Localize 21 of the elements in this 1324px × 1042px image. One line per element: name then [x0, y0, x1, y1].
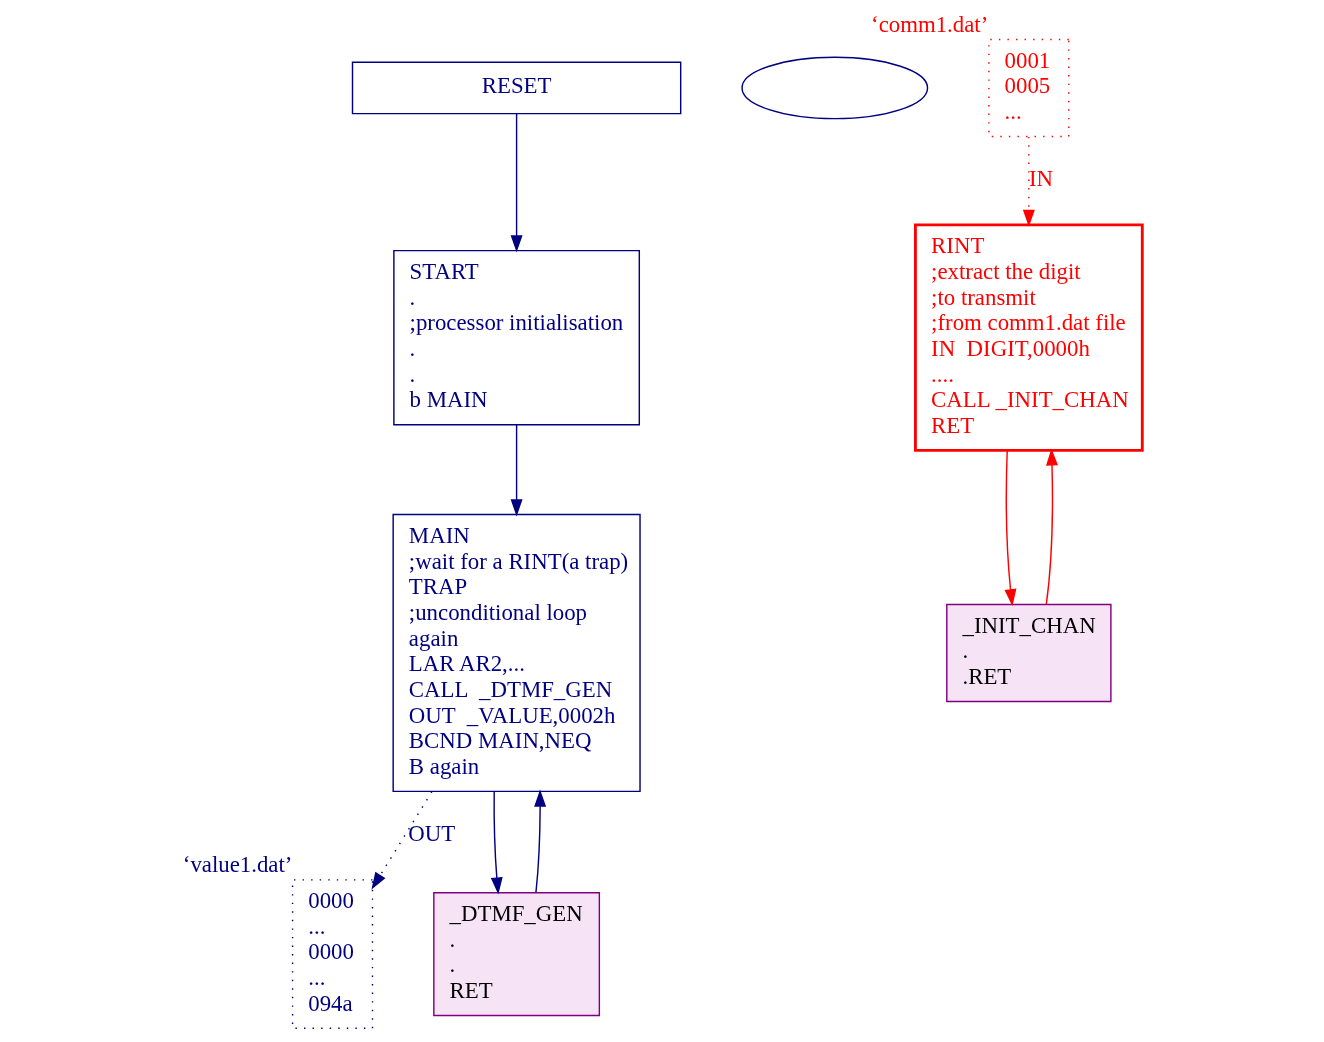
edge-label: OUT — [407, 821, 455, 847]
arrow — [1022, 136, 1035, 227]
node-label: ‘comm1.dat’ — [870, 12, 988, 37]
node-box: 0001 0005 ... — [987, 38, 1070, 138]
node-box: START . ;processor initialisation . . b MAIN — [392, 249, 640, 426]
arrow — [533, 789, 546, 894]
arrow — [510, 113, 523, 253]
node-ellipse — [740, 56, 928, 120]
arrow — [510, 424, 523, 517]
node-box: RESET — [351, 61, 681, 115]
arrow — [1045, 448, 1058, 605]
edge-label: IN — [1028, 166, 1053, 192]
arrow — [490, 791, 503, 895]
node-box: 0000 ... 0000 ... 094a — [291, 879, 373, 1029]
node-box: RINT ;extract the digit ;to transmit ;from comm1.dat file IN DIGIT,0000h .... CALL _INIT_CHAN RET — [913, 223, 1144, 452]
node-box: _DTMF_GEN . . RET — [432, 892, 600, 1017]
arrow — [370, 791, 433, 890]
arrow — [1004, 449, 1016, 607]
node-label: ‘value1.dat’ — [182, 852, 292, 878]
node-box: _INIT_CHAN . .RET — [945, 603, 1112, 703]
node-box: MAIN ;wait for a RINT(a trap) TRAP ;unconditional loop again LAR AR2,... CALL _DTMF_GEN OUT _VALUE,0002h BCND MAIN,NEQ B again — [391, 513, 641, 793]
